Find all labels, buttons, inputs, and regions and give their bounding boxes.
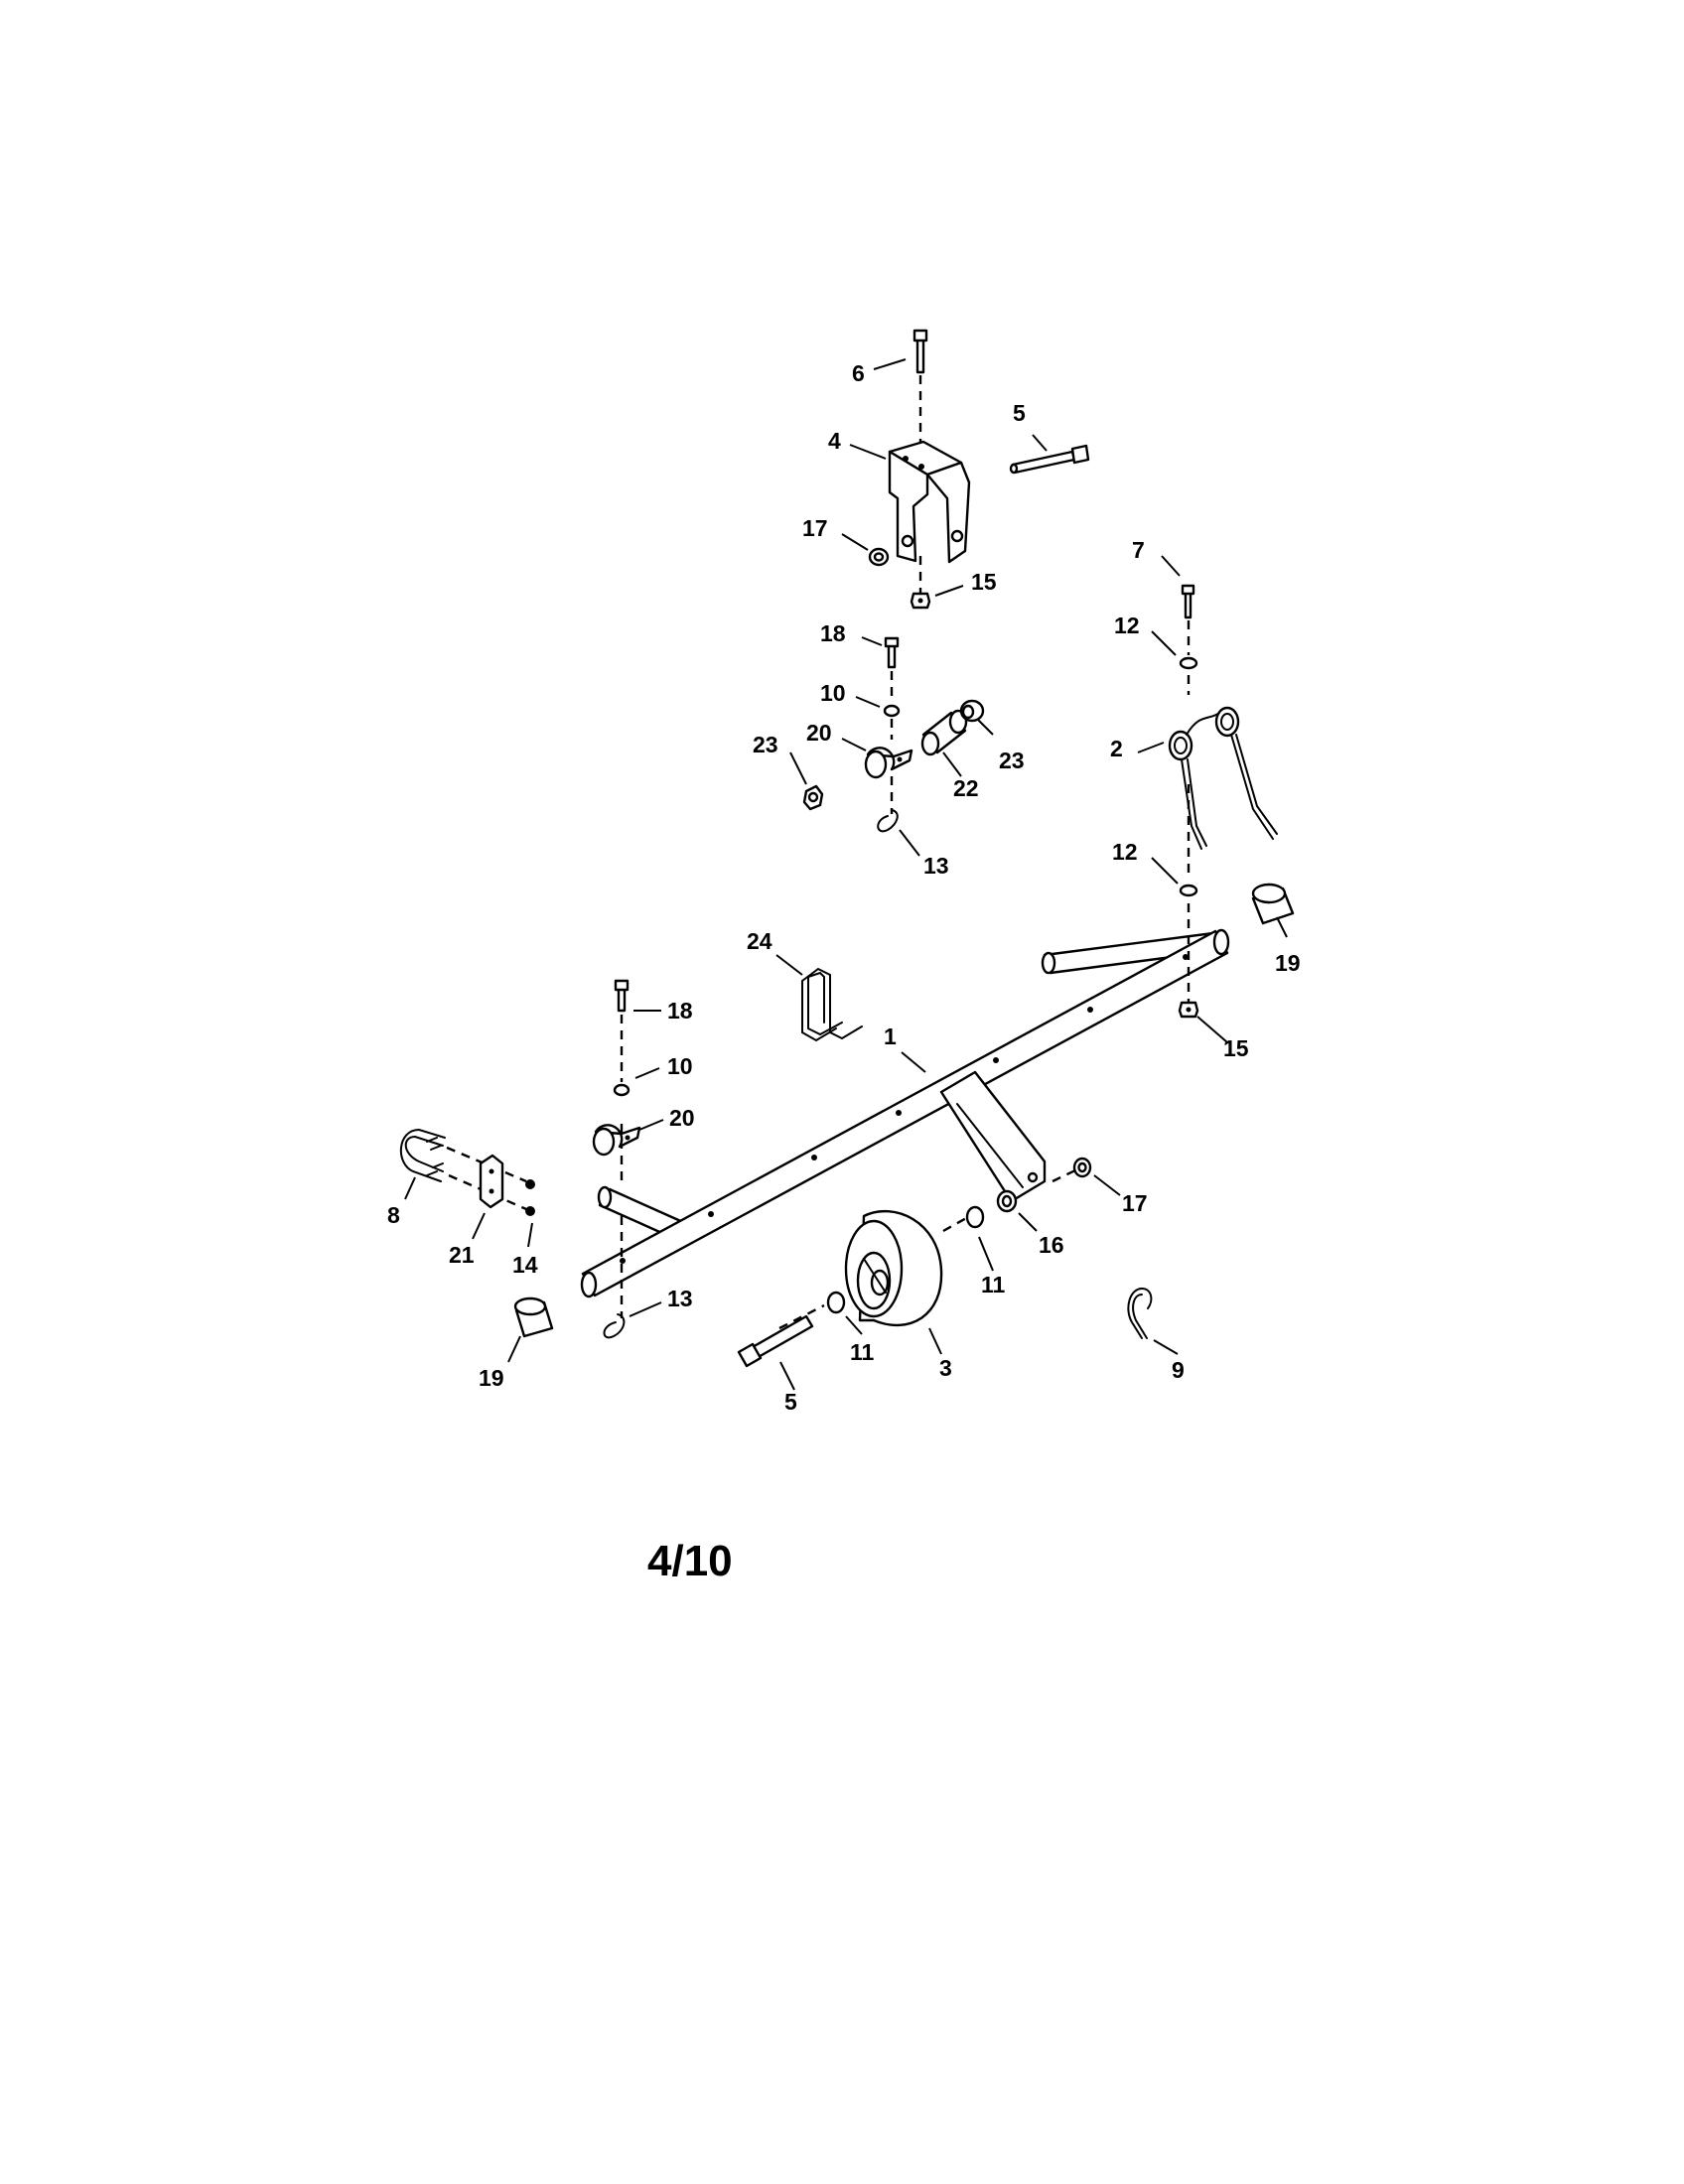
callout-23: 23 xyxy=(999,748,1025,773)
hairpin-13-center xyxy=(877,809,899,833)
retainer-24 xyxy=(801,967,863,1042)
cap-19-left xyxy=(513,1297,554,1338)
cap-19-right xyxy=(1251,883,1295,925)
assembly-line xyxy=(448,1173,527,1211)
callout-17: 17 xyxy=(802,515,828,541)
callout-13: 13 xyxy=(923,853,949,879)
page-number: 4/10 xyxy=(647,1537,733,1585)
hook-9-inner xyxy=(1132,1294,1148,1339)
assembly-line xyxy=(778,1303,825,1330)
assembly-line xyxy=(1052,1167,1078,1183)
callout-11: 11 xyxy=(850,1339,875,1365)
nut-14-lower xyxy=(525,1206,535,1216)
callout-10: 10 xyxy=(820,680,846,706)
callout-2: 2 xyxy=(1110,736,1123,761)
pivot-bracket-part xyxy=(888,440,971,564)
washer-11-lower xyxy=(826,1291,846,1314)
hook-9 xyxy=(1127,1287,1153,1339)
callout-22: 22 xyxy=(953,775,979,801)
spring-tine-2 xyxy=(1168,706,1278,850)
callout-4: 4 xyxy=(828,428,841,454)
nut-15-right xyxy=(1178,1001,1199,1019)
callout-20: 20 xyxy=(669,1105,695,1131)
callout-7: 7 xyxy=(1132,537,1145,563)
callout-20: 20 xyxy=(806,720,832,746)
callout-14: 14 xyxy=(512,1252,538,1278)
callout-12: 12 xyxy=(1114,613,1140,638)
nut-16 xyxy=(996,1189,1018,1213)
callout-18: 18 xyxy=(820,620,846,646)
callout-5: 5 xyxy=(1013,400,1026,426)
callout-18: 18 xyxy=(667,998,693,1024)
callout-3: 3 xyxy=(939,1355,952,1381)
washer-10-center xyxy=(883,704,901,718)
wheel-3 xyxy=(844,1210,943,1327)
callout-1: 1 xyxy=(884,1024,897,1049)
washer-11-upper xyxy=(965,1205,985,1229)
u-bolt-8 xyxy=(399,1128,446,1182)
clamp-20-left xyxy=(592,1124,641,1157)
callout-24: 24 xyxy=(747,928,772,954)
bolt-7 xyxy=(1181,584,1195,619)
bushing-23-right xyxy=(959,699,985,723)
nut-14-upper xyxy=(525,1179,535,1189)
callout-6: 6 xyxy=(852,360,865,386)
callout-19: 19 xyxy=(1275,950,1301,976)
hairpin-13-left xyxy=(603,1313,626,1339)
bolt-18-center xyxy=(884,636,900,669)
washer-10-left xyxy=(613,1083,631,1097)
callout-13: 13 xyxy=(667,1286,693,1311)
clamp-20-center xyxy=(864,747,913,779)
bushing-23-left xyxy=(802,784,824,811)
callout-11: 11 xyxy=(981,1272,1006,1297)
callout-15: 15 xyxy=(1223,1035,1249,1061)
callout-labels: 6 5 4 17 15 7 12 18 10 23 20 23 22 2 13 … xyxy=(387,360,1301,1415)
callout-12: 12 xyxy=(1112,839,1138,865)
assembly-line xyxy=(446,1146,527,1183)
nut-15-top xyxy=(910,592,931,610)
nut-17-top xyxy=(868,547,890,567)
washer-12-bottom xyxy=(1179,884,1198,897)
callout-19: 19 xyxy=(479,1365,504,1391)
callout-5: 5 xyxy=(784,1389,797,1415)
assembly-line xyxy=(942,1215,969,1233)
washer-12-top xyxy=(1179,656,1198,670)
callout-8: 8 xyxy=(387,1202,400,1228)
bolt-18-left xyxy=(614,979,630,1013)
leader-lines xyxy=(404,358,1288,1391)
nut-17-lower xyxy=(1072,1157,1092,1178)
axle-frame-part xyxy=(580,928,1230,1298)
callout-10: 10 xyxy=(667,1053,693,1079)
callout-16: 16 xyxy=(1039,1232,1064,1258)
callout-15: 15 xyxy=(971,569,997,595)
long-bolt-5-top xyxy=(1009,444,1090,475)
pivot-bolt-6 xyxy=(912,329,928,374)
long-bolt-5-bottom xyxy=(737,1314,814,1368)
hitch-plate-21 xyxy=(479,1154,504,1209)
callout-21: 21 xyxy=(449,1242,475,1268)
callout-17: 17 xyxy=(1122,1190,1148,1216)
callout-9: 9 xyxy=(1172,1357,1185,1383)
spacer-tube-22 xyxy=(920,709,968,756)
callout-23: 23 xyxy=(753,732,778,757)
